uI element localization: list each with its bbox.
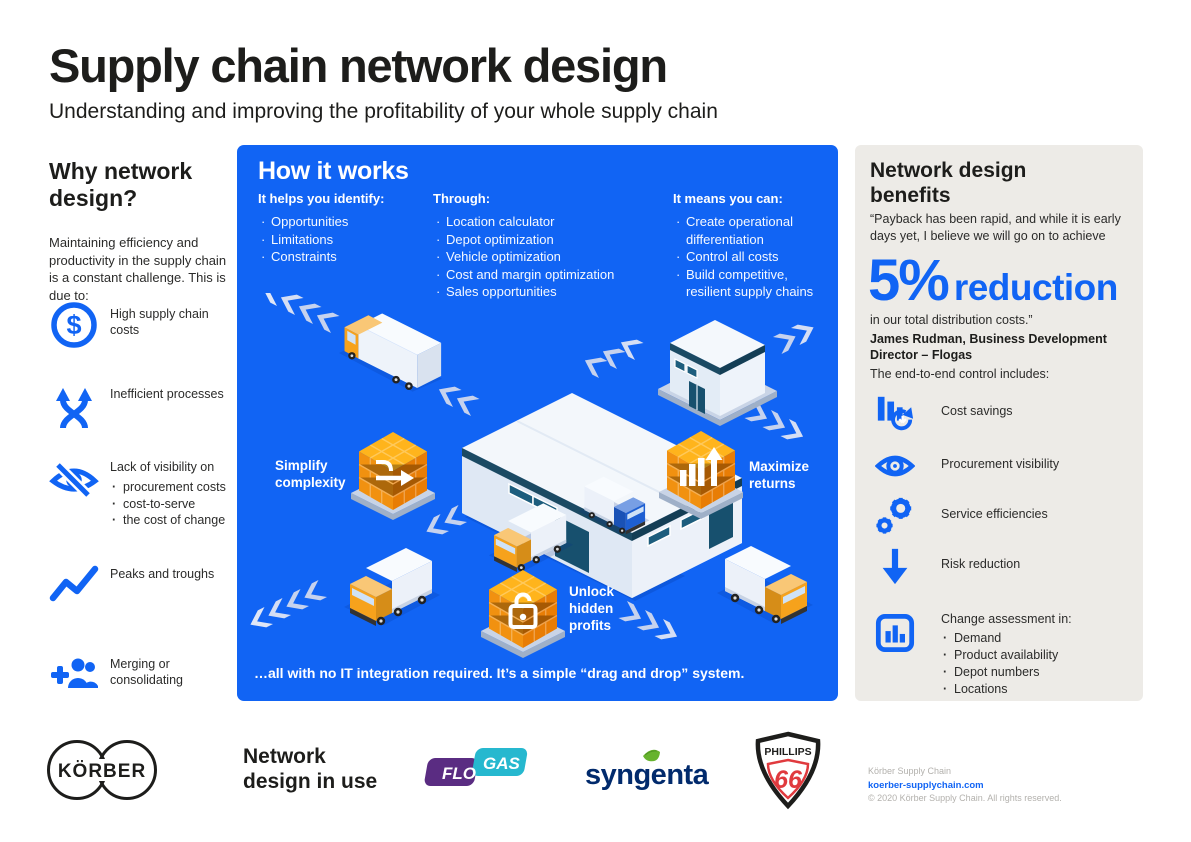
why-item-label: Inefficient processes [110, 387, 224, 401]
merge-people-icon [51, 658, 98, 688]
truck-southwest [344, 548, 440, 626]
svg-text:syngenta: syngenta [585, 759, 710, 791]
cost-savings-icon [877, 396, 914, 431]
stat-label: reduction [953, 267, 1119, 308]
how-column-identify: It helps you identify: Opportunities Lim… [258, 191, 426, 266]
benefit-label: Change assessment in: Demand Product ava… [941, 612, 1072, 698]
why-item-label: High supply chain costs [110, 307, 209, 337]
phillips-66-logo: PHILLIPS 66 [755, 731, 821, 810]
bullet-item: Constraints [258, 248, 426, 266]
how-column-through: Through: Location calculator Depot optim… [433, 191, 678, 301]
syngenta-logo: syngenta [585, 749, 710, 791]
column-bullets: Opportunities Limitations Constraints [258, 213, 426, 266]
footer-row: KÖRBER Network design in use FLO GAS syn… [0, 722, 1191, 832]
bullet-item: Vehicle optimization [433, 248, 678, 266]
simplify-cube-icon [350, 431, 436, 521]
tangled-arrows-icon [56, 388, 92, 429]
why-item-label-text: Lack of visibility on [110, 460, 215, 474]
bullet-item: cost-to-serve [110, 496, 240, 513]
benefit-label: Procurement visibility [941, 457, 1060, 471]
why-network-design-section: Why network design? Maintaining efficien… [49, 158, 239, 718]
bullet-item: the cost of change [110, 512, 240, 529]
column-bullets: Create operational differentiation Contr… [673, 213, 831, 301]
why-item-label: Lack of visibility on procurement costs … [110, 459, 240, 529]
bullet-item: Demand [941, 630, 1072, 647]
network-design-in-use-caption: Network design in use [243, 745, 378, 793]
how-footnote: …all with no IT integration required. It… [254, 665, 745, 681]
bullet-item: Locations [941, 681, 1072, 698]
truck-southeast [717, 546, 813, 624]
footer-company: Körber Supply Chain [868, 766, 952, 776]
callout-unlock: Unlock hidden profits [569, 584, 615, 633]
bullet-item: Depot numbers [941, 664, 1072, 681]
why-item-label: Merging or consolidating [110, 657, 183, 687]
benefit-label: Risk reduction [941, 557, 1021, 571]
quote-attribution: James Rudman, Business Development Direc… [870, 332, 1107, 362]
korber-logo: KÖRBER [47, 740, 157, 800]
gears-icon [876, 497, 912, 534]
change-assessment-bullets: Demand Product availability Depot number… [941, 630, 1072, 698]
bullet-item: Opportunities [258, 213, 426, 231]
stat-5-percent-reduction: 5%reduction [868, 247, 1118, 314]
depot-building [658, 320, 777, 426]
svg-text:FLO: FLO [442, 764, 476, 783]
dollar-circle-icon: $ [51, 302, 97, 348]
unlock-cube-icon [480, 569, 566, 659]
column-bullets: Location calculator Depot optimization V… [433, 213, 678, 301]
why-item-label: Peaks and troughs [110, 567, 215, 581]
column-title: It means you can: [673, 191, 783, 206]
why-visibility-bullets: procurement costs cost-to-serve the cost… [110, 479, 240, 529]
bullet-item: Control all costs [673, 248, 831, 266]
column-title: Through: [433, 191, 491, 206]
benefits-quote-outro: in our total distribution costs.” [870, 313, 1033, 327]
down-arrow-icon [882, 548, 908, 585]
how-it-works-panel: How it works It helps you identify: Oppo… [237, 145, 838, 701]
how-column-means: It means you can: Create operational dif… [673, 191, 831, 301]
network-design-benefits-panel: Network design benefits “Payback has bee… [855, 145, 1143, 701]
bullet-item: procurement costs [110, 479, 240, 496]
svg-text:$: $ [66, 310, 81, 340]
page-subtitle: Understanding and improving the profitab… [49, 100, 718, 123]
footer-copyright: © 2020 Körber Supply Chain. All rights r… [868, 793, 1062, 803]
bullet-item: Limitations [258, 231, 426, 249]
benefits-heading: Network design benefits [870, 159, 1027, 207]
bullet-item: Cost and margin optimization [433, 266, 678, 284]
benefits-quote-intro: “Payback has been rapid, and while it is… [870, 212, 1121, 243]
why-heading: Why network design? [49, 158, 193, 211]
eye-icon [875, 455, 915, 477]
column-title: It helps you identify: [258, 191, 385, 206]
benefit-label: Cost savings [941, 404, 1013, 418]
bullet-item: Depot optimization [433, 231, 678, 249]
footer-website-link[interactable]: koerber-supplychain.com [868, 779, 984, 791]
how-heading: How it works [258, 157, 409, 185]
stat-value: 5% [868, 248, 950, 313]
svg-text:PHILLIPS: PHILLIPS [764, 746, 811, 758]
truck-northwest [339, 313, 443, 392]
bullet-item: Product availability [941, 647, 1072, 664]
benefits-list-intro: The end-to-end control includes: [870, 367, 1050, 381]
eye-slash-icon [49, 459, 99, 501]
header: Supply chain network design Understandin… [49, 38, 718, 124]
page-title: Supply chain network design [49, 39, 668, 92]
svg-text:KÖRBER: KÖRBER [58, 761, 146, 782]
footer-info: Körber Supply Chain koerber-supplychain.… [868, 765, 1062, 806]
benefit-label: Service efficiencies [941, 507, 1048, 521]
bullet-item: Location calculator [433, 213, 678, 231]
maximize-cube-icon [658, 430, 744, 520]
supply-network-illustration [246, 293, 818, 659]
why-intro: Maintaining efficiency and productivity … [49, 235, 227, 303]
svg-text:GAS: GAS [483, 754, 521, 773]
flogas-logo: FLO GAS [424, 748, 528, 786]
bullet-item: Create operational differentiation [673, 213, 831, 248]
bullet-item: Sales opportunities [433, 283, 678, 301]
svg-text:66: 66 [774, 766, 803, 794]
callout-maximize: Maximize returns [749, 459, 810, 491]
callout-simplify: Simplify complexity [275, 458, 346, 490]
zigzag-chart-icon [49, 565, 99, 602]
benefit-label-text: Change assessment in: [941, 612, 1072, 626]
bullet-item: Build competitive, resilient supply chai… [673, 266, 831, 301]
change-chart-icon [875, 613, 915, 653]
